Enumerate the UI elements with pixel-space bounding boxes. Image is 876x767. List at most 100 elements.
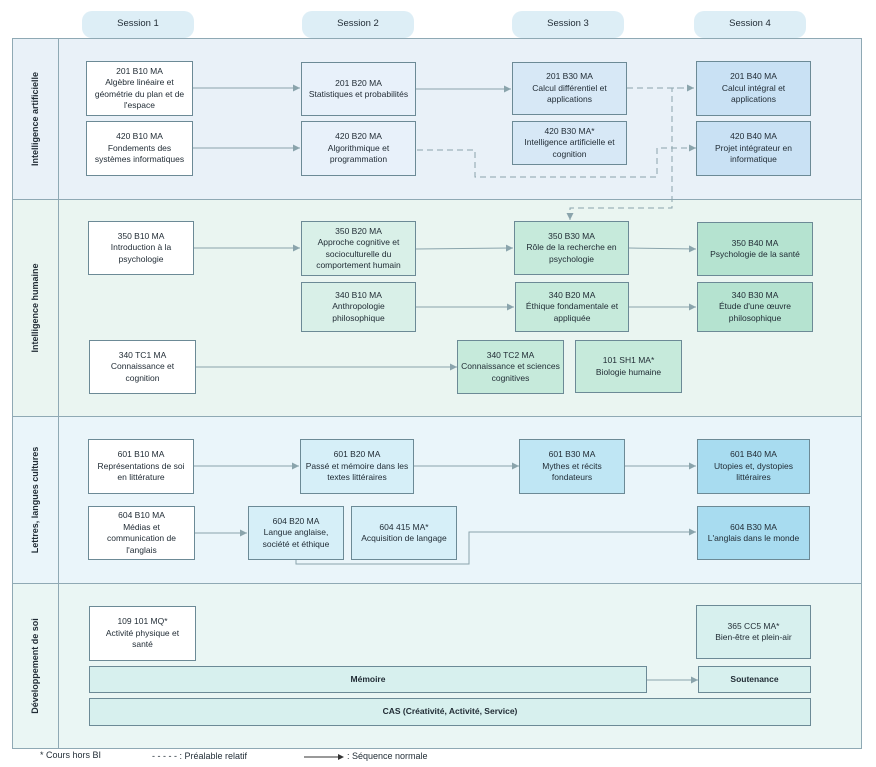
legend-hors-bi: * Cours hors BI [40,750,102,760]
course-title: textes littéraires [327,472,387,483]
course-title: en littérature [117,472,165,483]
course-title: Algorithmique et [327,142,390,153]
course-601-b40[interactable]: 601 B40 MA Utopies et, dystopies littéra… [697,439,810,494]
course-420-b20[interactable]: 420 B20 MA Algorithmique et programmatio… [301,121,416,176]
course-title: Connaissance et sciences [461,361,560,372]
band-human-label: Intelligence humaine [30,263,40,353]
course-code: 420 B20 MA [335,131,382,142]
course-109-101[interactable]: 109 101 MQ* Activité physique et santé [89,606,196,661]
course-601-b30[interactable]: 601 B30 MA Mythes et récits fondateurs [519,439,625,494]
course-code: 604 B30 MA [730,521,777,532]
course-title: Éthique fondamentale et [525,301,619,312]
course-title: Médias et [123,521,160,532]
course-title: Algèbre linéaire et [105,77,174,87]
course-code: 601 B40 MA [730,449,777,460]
course-code: 201 B40 MA [730,71,777,82]
course-code: 420 B10 MA [116,131,163,142]
course-title: Introduction à la [110,242,172,253]
course-code: 601 B20 MA [333,449,381,460]
course-350-b40[interactable]: 350 B40 MA Psychologie de la santé [697,222,813,276]
band-ai-label-cell: Intelligence artificielle [12,38,59,200]
course-title: Calcul différentiel et [532,82,607,93]
course-201-b10[interactable]: 201 B10 MA Algèbre linéaire et géométrie… [86,61,193,116]
session-4-header: Session 4 [694,11,806,38]
session-2-header: Session 2 [302,11,414,38]
course-title: Bien-être et plein-air [715,632,792,642]
session-1-header: Session 1 [82,11,194,38]
course-title: santé [132,639,153,650]
course-350-b20[interactable]: 350 B20 MA Approche cognitive et sociocu… [301,221,416,276]
course-title: cognitives [491,372,530,383]
memoire-label: Mémoire [350,673,386,684]
course-code: 340 B10 MA [335,289,382,300]
cas-label: CAS (Créativité, Activité, Service) [382,706,518,717]
course-title: socioculturelle du [325,248,392,259]
course-title: programmation [329,154,388,165]
course-420-b30[interactable]: 420 B30 MA* Intelligence artificielle et… [512,121,627,165]
course-title: Activité physique et [105,627,180,638]
course-604-415[interactable]: 604 415 MA* Acquisition de langage [351,506,457,560]
course-201-b30[interactable]: 201 B30 MA Calcul différentiel et applic… [512,62,627,115]
course-101-sh1[interactable]: 101 SH1 MA* Biologie humaine [575,340,682,393]
course-title: appliquée [553,312,591,323]
course-title: Utopies et, dystopies [714,460,793,471]
course-title: Psychologie de la santé [710,249,800,259]
course-340-tc1[interactable]: 340 TC1 MA Connaissance et cognition [89,340,196,394]
course-title: Intelligence artificielle et [524,137,615,148]
course-code: 201 B20 MA [335,77,382,88]
course-title: applications [731,94,776,105]
course-title: géométrie du plan et de [94,88,185,99]
course-604-b20[interactable]: 604 B20 MA Langue anglaise, société et é… [248,506,344,560]
band-ai-label: Intelligence artificielle [30,71,40,167]
cas-bar[interactable]: CAS (Créativité, Activité, Service) [89,698,811,726]
course-title: Passé et mémoire dans les [305,460,409,471]
course-title: Approche cognitive et [317,237,400,247]
course-340-b30[interactable]: 340 B30 MA Étude d'une œuvre philosophiq… [697,282,813,332]
course-code: 201 B10 MA [116,65,163,76]
course-title: cognition [552,148,587,159]
course-title: L'anglais dans le monde [707,533,800,543]
course-601-b10[interactable]: 601 B10 MA Représentations de soi en lit… [88,439,194,494]
course-420-b40[interactable]: 420 B40 MA Projet intégrateur en informa… [696,121,811,176]
band-letters-label: Lettres, langues cultures [30,446,40,554]
memoire-bar[interactable]: Mémoire [89,666,647,693]
course-code: 101 SH1 MA* [602,355,655,365]
course-title: l'espace [124,100,155,110]
course-title: société et éthique [262,538,330,549]
course-title: Langue anglaise, [263,527,329,538]
legend-sequence: : Séquence normale [347,751,428,761]
course-title: Projet intégrateur en [714,142,793,153]
course-title: Acquisition de langage [361,533,447,543]
course-title: applications [547,94,592,105]
course-title: communication de [107,533,176,543]
course-420-b10[interactable]: 420 B10 MA Fondements des systèmes infor… [86,121,193,176]
course-350-b30[interactable]: 350 B30 MA Rôle de la recherche en psych… [514,221,629,275]
course-350-b10[interactable]: 350 B10 MA Introduction à la psychologie [88,221,194,275]
course-201-b40[interactable]: 201 B40 MA Calcul intégral et applicatio… [696,61,811,116]
course-604-b30[interactable]: 604 B30 MA L'anglais dans le monde [697,506,810,560]
course-340-tc2[interactable]: 340 TC2 MA Connaissance et sciences cogn… [457,340,564,394]
course-code: 365 CC5 MA* [727,620,780,631]
course-title: Mythes et récits [542,460,602,471]
course-title: Anthropologie [332,301,385,312]
course-code: 601 B10 MA [117,449,165,460]
course-code: 350 B20 MA [335,225,382,236]
course-code: 340 B20 MA [548,289,596,300]
course-201-b20[interactable]: 201 B20 MA Statistiques et probabilités [301,62,416,116]
course-365-cc5[interactable]: 365 CC5 MA* Bien-être et plein-air [696,605,811,659]
course-code: 604 415 MA* [379,521,429,532]
course-604-b10[interactable]: 604 B10 MA Médias et communication de l'… [88,506,195,560]
course-title: psychologie [549,253,594,264]
course-340-b10[interactable]: 340 B10 MA Anthropologie philosophique [301,282,416,332]
legend-prealable: - - - - - : Préalable relatif [152,751,248,761]
course-title: philosophique [332,312,385,323]
course-title: cognition [125,372,160,383]
course-title: Étude d'une œuvre [718,301,792,312]
band-dev-label-cell: Développement de soi [12,583,59,749]
course-code: 350 B40 MA [731,237,779,248]
course-340-b20[interactable]: 340 B20 MA Éthique fondamentale et appli… [515,282,629,332]
course-601-b20[interactable]: 601 B20 MA Passé et mémoire dans les tex… [300,439,414,494]
course-code: 350 B30 MA [548,230,595,241]
course-title: systèmes informatiques [94,154,185,165]
soutenance-box[interactable]: Soutenance [698,666,811,693]
